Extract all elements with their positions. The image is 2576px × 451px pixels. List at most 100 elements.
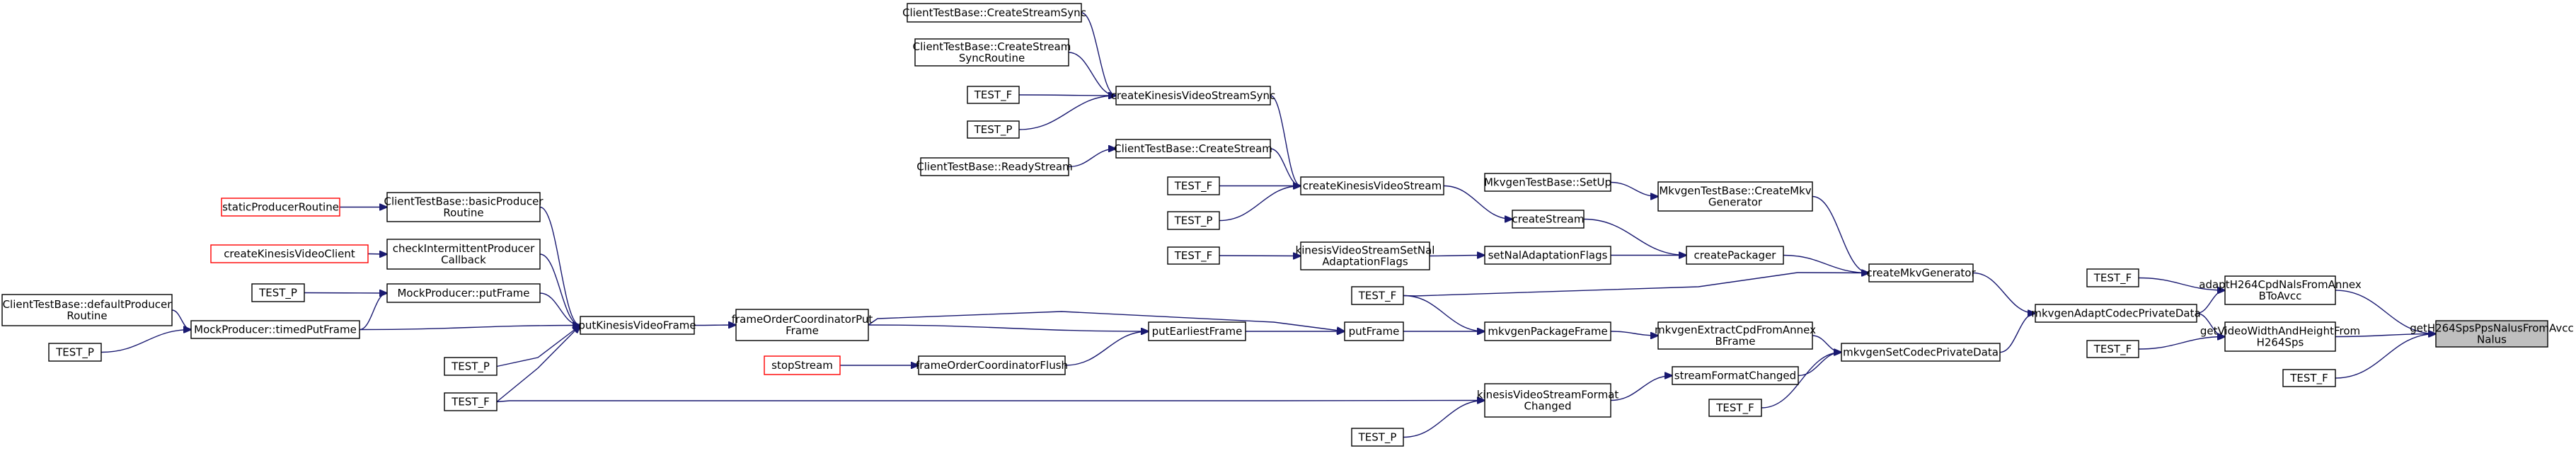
graph-edge-mockTimedPut-to-putKVFrame (359, 326, 580, 331)
graph-edge-putKVFrame-to-frameOrderPut (694, 325, 736, 326)
node-label: checkIntermittentProducer (393, 242, 535, 255)
graph-node-testp-mock[interactable]: TEST_P (251, 283, 305, 302)
node-label: TEST_P (1174, 215, 1213, 228)
graph-node-mockPutFrame[interactable]: MockProducer::putFrame (386, 283, 541, 303)
graph-node-testf-ckvs[interactable]: TEST_F (1167, 176, 1220, 195)
node-box (1484, 173, 1611, 192)
node-label: TEST_P (451, 360, 490, 374)
graph-node-mockTimedPut[interactable]: MockProducer::timedPutFrame (190, 320, 360, 339)
graph-node-testf-getvideo[interactable]: TEST_F (2086, 340, 2139, 358)
node-label: staticProducerRoutine (222, 201, 339, 214)
graph-edge-testf-pkg-to-createMkvGen (1403, 273, 1869, 297)
graph-node-ctbReadyStream[interactable]: ClientTestBase::ReadyStream (916, 157, 1073, 176)
graph-node-testf-adapt[interactable]: TEST_F (2086, 268, 2139, 287)
graph-node-putEarliestFrame[interactable]: putEarliestFrame (1148, 321, 1246, 341)
graph-node-stopStream[interactable]: stopStream (764, 355, 841, 375)
graph-node-createMkvGen[interactable]: createMkvGenerator (1866, 263, 1976, 282)
graph-node-createKVS[interactable]: createKinesisVideoStream (1300, 176, 1444, 195)
graph-edge-testp-mock-to-mockPutFrame (304, 293, 387, 294)
node-box (1657, 321, 1813, 350)
graph-node-testf-sync[interactable]: TEST_F (967, 86, 1020, 104)
graph-node-adaptCodec[interactable]: mkvgenAdaptCodecPrivateData (2031, 304, 2201, 323)
node-box (190, 320, 360, 339)
node-box (1484, 383, 1611, 418)
graph-node-testp-sync[interactable]: TEST_P (967, 120, 1020, 139)
node-label: getH264SpsPpsNalusFromAvcc (2410, 322, 2574, 335)
graph-edge-frameOrderFlush-to-putEarliestFrame (1064, 331, 1149, 366)
node-label: createPackager (1694, 249, 1777, 262)
graph-node-testf-setcodec[interactable]: TEST_F (1708, 399, 1762, 417)
node-box (2224, 275, 2336, 305)
node-label: TEST_F (2093, 343, 2132, 356)
graph-node-setNalAdapt[interactable]: setNalAdaptationFlags (1484, 246, 1611, 265)
node-box (386, 192, 541, 222)
node-label: stopStream (771, 359, 833, 372)
graph-edge-adaptCodec-to-adaptH264 (2196, 290, 2225, 314)
graph-edge-ctbDefaultProducer-to-mockTimedPut (171, 309, 191, 330)
node-box (1512, 210, 1585, 229)
node-label: createStream (1512, 213, 1585, 226)
node-box (1, 294, 173, 326)
node-box (1115, 139, 1271, 159)
graph-edge-testf-setcodec-to-setCodec (1761, 353, 1841, 409)
graph-node-frameOrderFlush[interactable]: frameOrderCoordinatorFlush (916, 355, 1068, 375)
graph-node-createKVClient[interactable]: createKinesisVideoClient (210, 244, 369, 263)
graph-node-putKVFrame[interactable]: putKinesisVideoFrame (578, 316, 696, 335)
graph-edge-testf-getvideo-to-getVideoWH (2138, 337, 2225, 350)
node-label: Frame (786, 324, 819, 337)
node-label: adaptH264CpdNalsFromAnnex (2199, 278, 2362, 291)
graph-node-putFrame[interactable]: putFrame (1344, 321, 1404, 341)
graph-node-testf-pkg[interactable]: TEST_F (1351, 286, 1404, 305)
node-label: mkvgenExtractCpdFromAnnex (1655, 324, 1816, 336)
graph-node-mkvTestSetUp[interactable]: MkvgenTestBase::SetUp (1484, 173, 1611, 192)
graph-edge-ctbCreateStream-to-createKVS (1270, 148, 1301, 186)
graph-node-createStream[interactable]: createStream (1512, 210, 1585, 229)
graph-edge-createMkvGen-to-adaptCodec (1972, 272, 2035, 314)
graph-node-testp-ckvs[interactable]: TEST_P (1167, 211, 1220, 230)
node-box (1148, 321, 1246, 341)
node-label: putFrame (1349, 325, 1400, 338)
node-label: Routine (67, 309, 107, 322)
graph-edge-mockTimedPut-to-mockPutFrame (359, 293, 387, 331)
graph-node-createPackager[interactable]: createPackager (1686, 246, 1784, 265)
graph-node-streamFmtChanged[interactable]: streamFormatChanged (1672, 366, 1799, 385)
node-label: MkvgenTestBase::SetUp (1484, 176, 1611, 189)
graph-node-setCodec[interactable]: mkvgenSetCodecPrivateData (1841, 343, 2001, 362)
node-label: TEST_F (1715, 401, 1754, 415)
graph-node-staticProducer[interactable]: staticProducerRoutine (221, 198, 340, 217)
node-label: createKinesisVideoStreamSync (1111, 89, 1276, 102)
graph-node-testf-root[interactable]: TEST_F (2282, 369, 2336, 387)
node-box (1484, 246, 1611, 265)
graph-node-testf-setnal[interactable]: TEST_F (1167, 246, 1220, 265)
graph-node-mkvPkgFrame[interactable]: mkvgenPackageFrame (1484, 321, 1611, 341)
node-label: putKinesisVideoFrame (578, 319, 696, 332)
graph-node-testp-kvsfmt[interactable]: TEST_P (1351, 428, 1404, 447)
node-box (210, 244, 369, 263)
node-label: createKinesisVideoClient (224, 248, 355, 261)
node-box (1868, 263, 1974, 282)
graph-edge-adaptH264-to-root (2335, 290, 2436, 334)
node-label: TEST_F (1358, 290, 1396, 303)
graph-node-testp-timed[interactable]: TEST_P (48, 343, 102, 362)
graph-node-testf-putkvf[interactable]: TEST_F (444, 392, 498, 411)
graph-edge-testf-pkg-to-mkvPkgFrame (1403, 295, 1485, 332)
graph-edge-createPackager-to-createMkvGen (1783, 254, 1869, 273)
graph-node-ctbCreateStreamSync[interactable]: ClientTestBase::CreateStreamSync (902, 3, 1086, 23)
graph-edge-frameOrderPut-to-putEarliestFrame (868, 324, 1149, 331)
graph-node-createKVSSync[interactable]: createKinesisVideoStreamSync (1111, 86, 1276, 105)
graph-node-ctbCreateStream[interactable]: ClientTestBase::CreateStream (1114, 139, 1272, 159)
graph-node-testp-putkvf[interactable]: TEST_P (444, 357, 498, 376)
node-label: kinesisVideoStreamFormat (1477, 389, 1619, 401)
